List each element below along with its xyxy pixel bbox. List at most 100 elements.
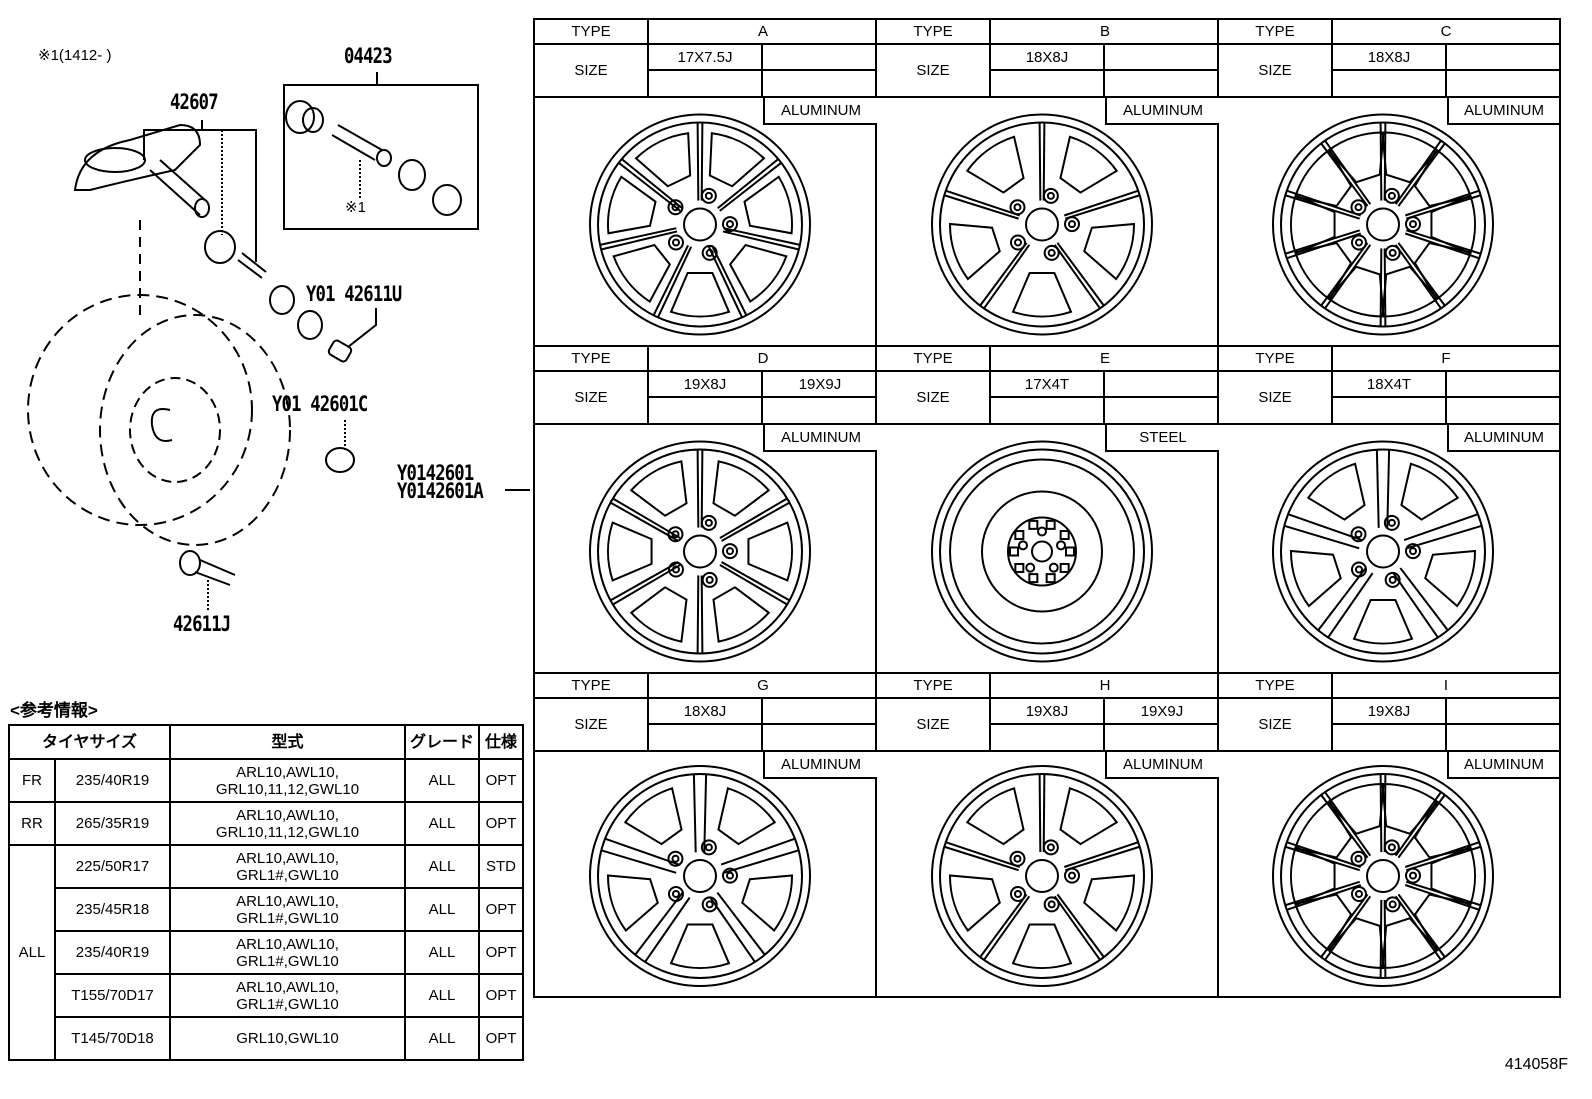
model-line-1: GRL10,GWL10 bbox=[236, 1030, 339, 1047]
wheel-cell-g[interactable]: TYPE G SIZE 18X8J ALUMINUM bbox=[535, 674, 877, 996]
material-label: ALUMINUM bbox=[1447, 752, 1559, 779]
spec-cell: OPT bbox=[478, 973, 524, 1018]
grade-cell: ALL bbox=[404, 801, 480, 846]
type-value: E bbox=[991, 347, 1219, 372]
tire-size-cell: T155/70D17 bbox=[54, 973, 171, 1018]
part-label-42601A[interactable]: Y0142601A bbox=[397, 479, 484, 503]
spec-cell: OPT bbox=[478, 801, 524, 846]
size-blank-2 bbox=[1105, 725, 1219, 752]
size-value-2: 19X9J bbox=[763, 372, 877, 398]
model-line-2: GRL1#,GWL10 bbox=[236, 995, 339, 1013]
type-label: TYPE bbox=[535, 347, 649, 372]
size-blank-2 bbox=[1105, 398, 1219, 425]
size-value-2 bbox=[763, 699, 877, 725]
grade-cell: ALL bbox=[404, 930, 480, 975]
size-value-2 bbox=[1105, 372, 1219, 398]
model-cell: GRL10,GWL10 bbox=[169, 1016, 406, 1061]
header-spec: 仕様 bbox=[478, 724, 524, 760]
grade-cell: ALL bbox=[404, 758, 480, 803]
model-line-1: ARL10,AWL10, bbox=[236, 763, 339, 781]
size-blank-1 bbox=[991, 725, 1105, 752]
part-label-42611U[interactable]: Y01 42611U bbox=[306, 282, 402, 306]
size-value-2 bbox=[1105, 45, 1219, 71]
size-value-1: 17X7.5J bbox=[649, 45, 763, 71]
part-label-42601C[interactable]: Y01 42601C bbox=[272, 392, 368, 416]
type-label: TYPE bbox=[877, 674, 991, 699]
material-label: ALUMINUM bbox=[763, 425, 877, 452]
spec-cell: STD bbox=[478, 844, 524, 889]
wheel-cell-f[interactable]: TYPE F SIZE 18X4T ALUMINUM bbox=[1219, 347, 1559, 674]
wheel-cell-d[interactable]: TYPE D SIZE 19X8J 19X9J ALUMINUM bbox=[535, 347, 877, 674]
wheel-cell-c[interactable]: TYPE C SIZE 18X8J ALUMINUM bbox=[1219, 20, 1559, 347]
size-value-1: 18X8J bbox=[649, 699, 763, 725]
type-value: I bbox=[1333, 674, 1559, 699]
tire-size-cell: 235/40R19 bbox=[54, 930, 171, 975]
size-label: SIZE bbox=[1219, 372, 1333, 425]
size-blank-2 bbox=[763, 725, 877, 752]
size-blank-2 bbox=[1447, 71, 1559, 98]
model-cell: ARL10,AWL10,GRL10,11,12,GWL10 bbox=[169, 801, 406, 846]
size-blank-2 bbox=[1447, 725, 1559, 752]
type-value: H bbox=[991, 674, 1219, 699]
size-value-1: 19X8J bbox=[1333, 699, 1447, 725]
document-code: 414058F bbox=[1504, 1056, 1568, 1073]
size-blank-1 bbox=[649, 725, 763, 752]
part-label-42607[interactable]: 42607 bbox=[170, 90, 219, 114]
type-label: TYPE bbox=[1219, 347, 1333, 372]
type-label: TYPE bbox=[535, 20, 649, 45]
type-label: TYPE bbox=[877, 347, 991, 372]
header-tire-size: タイヤサイズ bbox=[8, 724, 171, 760]
spec-cell: OPT bbox=[478, 930, 524, 975]
size-blank-1 bbox=[649, 71, 763, 98]
model-line-1: ARL10,AWL10, bbox=[236, 849, 339, 867]
model-line-1: ARL10,AWL10, bbox=[236, 806, 339, 824]
model-cell: ARL10,AWL10,GRL10,11,12,GWL10 bbox=[169, 758, 406, 803]
part-label-42611J[interactable]: 42611J bbox=[173, 612, 231, 636]
size-value-2 bbox=[763, 45, 877, 71]
wheel-cell-b[interactable]: TYPE B SIZE 18X8J ALUMINUM bbox=[877, 20, 1219, 347]
type-value: F bbox=[1333, 347, 1559, 372]
size-value-1: 17X4T bbox=[991, 372, 1105, 398]
type-value: A bbox=[649, 20, 877, 45]
tire-size-cell: 225/50R17 bbox=[54, 844, 171, 889]
size-value-2 bbox=[1447, 699, 1559, 725]
wheel-cell-h[interactable]: TYPE H SIZE 19X8J 19X9J ALUMINUM bbox=[877, 674, 1219, 996]
model-cell: ARL10,AWL10,GRL1#,GWL10 bbox=[169, 887, 406, 932]
tire-size-cell: T145/70D18 bbox=[54, 1016, 171, 1061]
type-label: TYPE bbox=[1219, 674, 1333, 699]
model-line-2: GRL1#,GWL10 bbox=[236, 952, 339, 970]
model-line-1: ARL10,AWL10, bbox=[236, 892, 339, 910]
tire-size-cell: 235/40R19 bbox=[54, 758, 171, 803]
grade-cell: ALL bbox=[404, 1016, 480, 1061]
size-value-1: 18X8J bbox=[1333, 45, 1447, 71]
material-label: STEEL bbox=[1105, 425, 1219, 452]
part-label-04423[interactable]: 04423 bbox=[344, 44, 393, 68]
size-label: SIZE bbox=[1219, 699, 1333, 752]
type-label: TYPE bbox=[535, 674, 649, 699]
spec-cell: OPT bbox=[478, 758, 524, 803]
size-blank-1 bbox=[1333, 725, 1447, 752]
size-label: SIZE bbox=[535, 372, 649, 425]
wheel-type-grid: TYPE A SIZE 17X7.5J ALUMINUM TYPE B SIZE… bbox=[533, 18, 1561, 998]
tpms-exploded-view bbox=[27, 72, 530, 612]
size-label: SIZE bbox=[877, 45, 991, 98]
wheel-cell-i[interactable]: TYPE I SIZE 19X8J ALUMINUM bbox=[1219, 674, 1559, 996]
grade-cell: ALL bbox=[404, 887, 480, 932]
model-line-1: ARL10,AWL10, bbox=[236, 935, 339, 953]
position-cell: ALL bbox=[8, 844, 56, 1061]
grade-cell: ALL bbox=[404, 973, 480, 1018]
header-model: 型式 bbox=[169, 724, 406, 760]
wheel-cell-a[interactable]: TYPE A SIZE 17X7.5J ALUMINUM bbox=[535, 20, 877, 347]
size-label: SIZE bbox=[877, 372, 991, 425]
wheel-cell-e[interactable]: TYPE E SIZE 17X4T STEEL bbox=[877, 347, 1219, 674]
material-label: ALUMINUM bbox=[1105, 752, 1219, 779]
part-label-42601[interactable]: Y0142601 bbox=[397, 461, 474, 485]
size-value-1: 18X8J bbox=[991, 45, 1105, 71]
size-value-2 bbox=[1447, 372, 1559, 398]
material-label: ALUMINUM bbox=[1447, 425, 1559, 452]
size-blank-1 bbox=[649, 398, 763, 425]
